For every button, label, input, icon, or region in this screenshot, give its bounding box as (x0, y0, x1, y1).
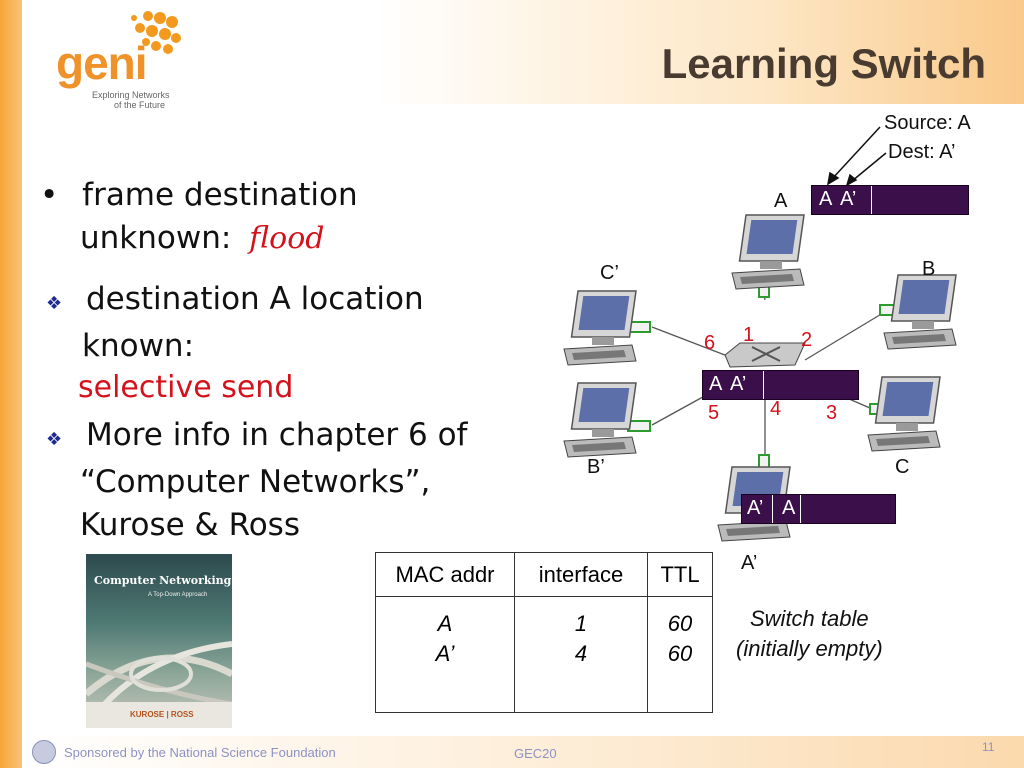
table-row: A A’ 1 4 60 60 (375, 596, 713, 713)
port-label-5: 5 (708, 402, 720, 424)
host-a-computer-icon (731, 214, 805, 290)
frame-field-src: A (819, 188, 833, 210)
switch-icon (724, 342, 806, 368)
frame-field-1: A’ (747, 497, 764, 519)
frame-at-host-a-prime: A’ A (741, 494, 896, 524)
frame-field-src: A (709, 373, 723, 395)
header-mac-addr: MAC addr (375, 552, 515, 597)
footer-event: GEC20 (514, 746, 557, 761)
port-label-6: 6 (704, 332, 716, 354)
cell-mac: A (437, 611, 453, 636)
geni-logo: geni Exploring Networks of the Future (56, 6, 186, 110)
bullet-2: ❖ destination A location known: selectiv… (46, 278, 466, 408)
bullet-2-emphasis: selective send (78, 370, 294, 405)
footer-sponsor: Sponsored by the National Science Founda… (64, 745, 336, 760)
host-c-prime-label: C’ (600, 262, 619, 284)
frame-field-dst: A’ (730, 373, 747, 395)
bullet-3-line2: “Computer Networks”, (80, 464, 431, 500)
bullet-2-line1: destination A location (86, 281, 424, 317)
cell-ttl: 60 (667, 641, 693, 666)
bullet-3-line1: More info in chapter 6 of (86, 417, 468, 453)
bullet-1-emphasis: flood (249, 221, 325, 256)
port-label-3: 3 (826, 402, 838, 424)
book-highway-illustration (86, 641, 232, 714)
host-c-label: C (895, 456, 910, 478)
cell-ttl: 60 (667, 611, 693, 636)
slide-title: Learning Switch (661, 40, 986, 87)
geni-tagline-2: of the Future (114, 100, 166, 110)
header-band (22, 0, 1024, 104)
host-c-computer-icon (867, 376, 941, 452)
cell-interface: 1 (574, 611, 588, 636)
footer-band (22, 736, 1024, 768)
host-b-computer-icon (883, 274, 957, 350)
geni-logo-dots-icon (131, 11, 181, 54)
switch-table-header-row: MAC addr interface TTL (375, 552, 713, 597)
geni-logo-text: geni (56, 37, 148, 89)
bullet-dot-icon: • (40, 177, 59, 213)
host-a-prime-label: A’ (741, 552, 758, 574)
frame-at-host-a: A A’ (811, 185, 969, 215)
left-accent-bar (0, 0, 22, 768)
host-c-prime-computer-icon (563, 290, 637, 366)
book-cover: Computer Networking A Top-Down Approach … (86, 554, 232, 728)
bullet-2-line2: known: (82, 328, 195, 364)
switch-table: MAC addr interface TTL A A’ 1 4 60 60 (375, 552, 713, 713)
book-subtitle: A Top-Down Approach (148, 592, 208, 598)
header-interface: interface (514, 552, 648, 597)
book-authors: KUROSE | ROSS (130, 710, 194, 719)
callout-source: Source: A (884, 112, 971, 134)
network-diagram (563, 126, 957, 542)
host-b-label: B (922, 258, 936, 280)
bullet-3: ❖ More info in chapter 6 of “Computer Ne… (46, 414, 506, 547)
port-label-4: 4 (770, 398, 782, 420)
geni-tagline-1: Exploring Networks (92, 90, 170, 100)
cell-mac: A’ (435, 641, 455, 666)
frame-at-switch: A A’ (702, 370, 859, 400)
book-title: Computer Networking (94, 574, 232, 587)
page-number: 11 (982, 740, 995, 754)
switch-table-caption-1: Switch table (750, 606, 869, 631)
bullet-1-line1: frame destination (82, 177, 358, 213)
callout-arrows (826, 126, 887, 187)
nsf-logo-icon (32, 740, 56, 764)
bullet-1-line2: unknown: (80, 220, 232, 256)
bullet-1: • frame destination unknown: flood (40, 174, 440, 260)
frame-field-dst: A’ (840, 188, 857, 210)
switch-table-caption-2: (initially empty) (736, 636, 883, 661)
frame-field-2: A (782, 497, 796, 519)
bullet-diamond-icon: ❖ (46, 293, 63, 314)
callout-dest: Dest: A’ (888, 141, 956, 163)
cell-interface: 4 (574, 641, 588, 666)
port-label-1: 1 (743, 324, 755, 346)
bullet-diamond-icon: ❖ (46, 429, 63, 450)
host-b-prime-label: B’ (587, 456, 605, 478)
host-b-prime-computer-icon (563, 382, 637, 458)
bullet-3-line3: Kurose & Ross (80, 507, 300, 543)
host-a-label: A (774, 190, 788, 212)
header-ttl: TTL (647, 552, 713, 597)
port-label-2: 2 (801, 329, 813, 351)
